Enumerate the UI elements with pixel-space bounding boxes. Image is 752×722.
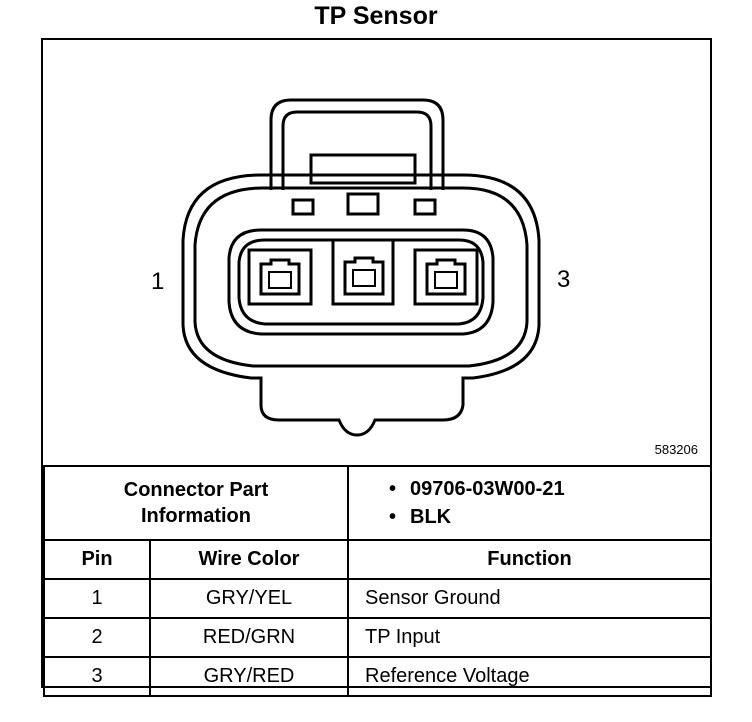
function-cell: Reference Voltage (347, 656, 712, 697)
function-cell: Sensor Ground (347, 578, 712, 619)
part-info-values: 09706-03W00-21 BLK (347, 465, 712, 541)
connector-frame: 1 3 583206 Connector Part Information 09… (41, 38, 712, 697)
function-cell: TP Input (347, 617, 712, 658)
wire-color-cell: RED/GRN (149, 617, 349, 658)
connector-drawing (181, 98, 541, 437)
table-row: 2 RED/GRN TP Input (43, 617, 712, 658)
pin-1-label: 1 (151, 268, 165, 295)
pin-3-label: 3 (557, 266, 571, 293)
pin-cell: 3 (43, 656, 151, 697)
wire-color-cell: GRY/RED (149, 656, 349, 697)
part-info-row: Connector Part Information 09706-03W00-2… (43, 465, 712, 541)
connector-color: BLK (389, 503, 710, 531)
table-row: 3 GRY/RED Reference Voltage (43, 656, 712, 697)
table-row: 1 GRY/YEL Sensor Ground (43, 578, 712, 619)
pin-cell: 2 (43, 617, 151, 658)
wire-color-cell: GRY/YEL (149, 578, 349, 619)
part-info-label: Connector Part Information (43, 465, 349, 541)
drawing-number: 583206 (654, 442, 698, 457)
connector-diagram: 1 3 583206 (43, 40, 710, 465)
part-number: 09706-03W00-21 (389, 475, 710, 503)
pin-cell: 1 (43, 578, 151, 619)
table-header-row: Pin Wire Color Function (43, 539, 712, 580)
pinout-table: Connector Part Information 09706-03W00-2… (43, 465, 712, 697)
header-pin: Pin (43, 539, 151, 580)
header-function: Function (347, 539, 712, 580)
diagram-title: TP Sensor (314, 2, 438, 30)
header-wire-color: Wire Color (149, 539, 349, 580)
